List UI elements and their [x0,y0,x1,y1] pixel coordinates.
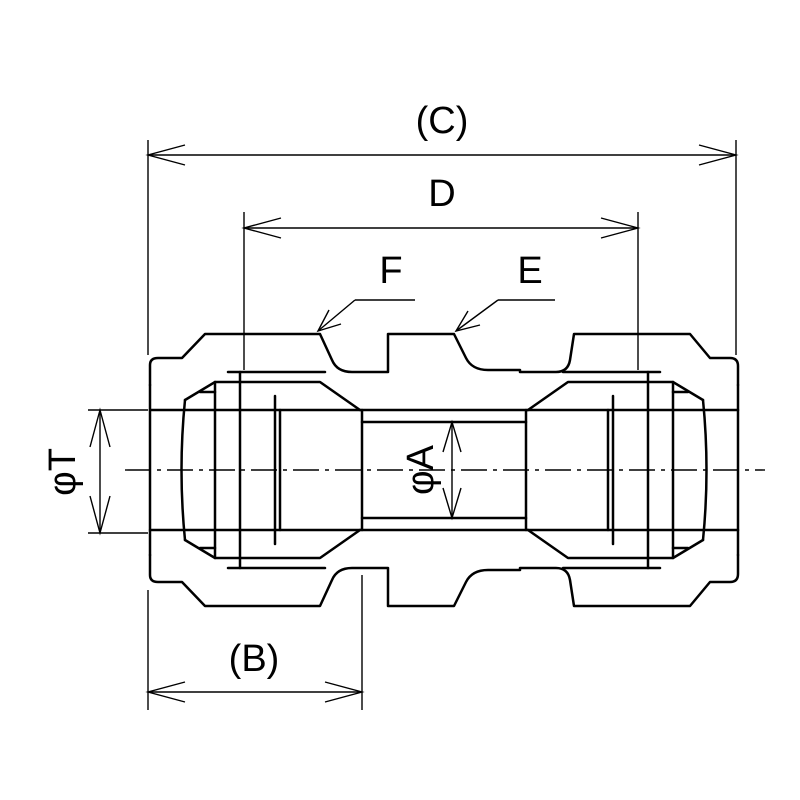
dimension-b [145,681,365,703]
dimension-phi-a [442,419,462,521]
extension-lines [88,140,737,710]
dimension-phi-t [89,407,111,536]
label-d: D [428,173,455,215]
leader-f [316,299,415,333]
label-phi-t: φT [42,448,84,496]
label-b: (B) [229,638,280,680]
label-c: (C) [416,100,469,142]
leader-e [454,299,555,333]
label-e: E [517,250,542,292]
dimension-c [145,144,739,166]
label-f: F [379,250,402,292]
dimension-d [241,217,641,239]
label-phi-a: φA [400,444,442,495]
